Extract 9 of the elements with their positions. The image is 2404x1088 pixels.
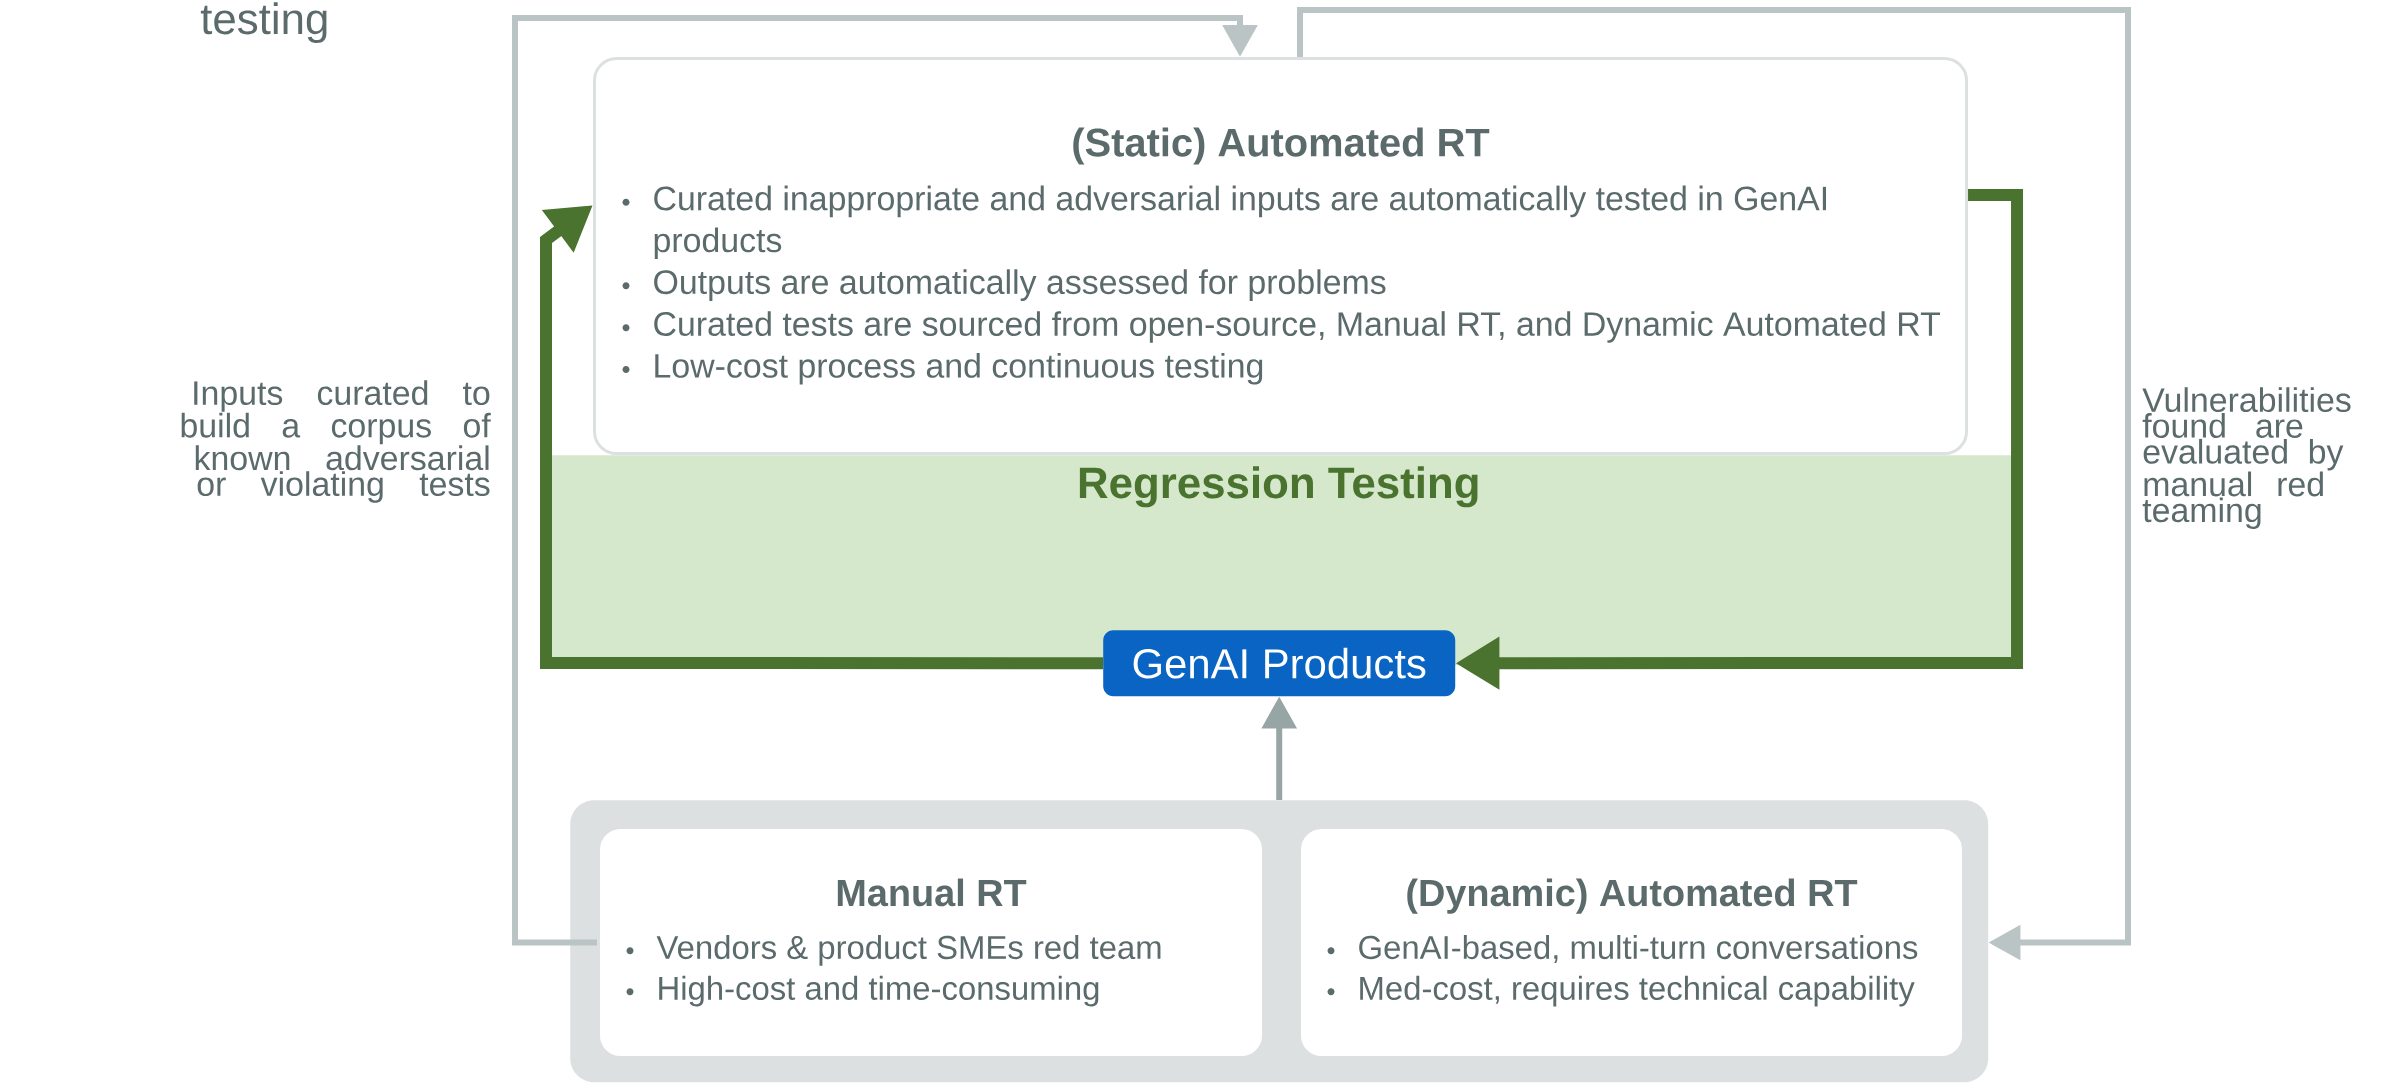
process-box: (Static) Automated RT Curated inappropriate and adversarial inputs are automatically tested in GenAI products Outputs are automatically assessed for problems Curated tests are sourced from open-source, Manual RT, and Dynamic Automated RT Low-cost process and continuous testing	[593, 57, 1969, 455]
arrow	[1297, 7, 2132, 961]
process-box: Manual RT Vendors & product SMEs red team High-cost and time-consuming	[597, 826, 1265, 1059]
arrow	[512, 15, 1258, 946]
edge-label: Inputs curated to build a corpus of known adversarial or violating tests	[181, 380, 491, 503]
product-box: GenAI Products	[1103, 630, 1456, 697]
label-text: testing	[200, 2, 327, 44]
edge-label: Vulnerabilities found are evaluated by manual red teaming	[2142, 387, 2351, 529]
process-box: (Dynamic) Automated RT GenAI-based, multi-turn conversations Med-cost, requires technical capability	[1298, 826, 1966, 1059]
